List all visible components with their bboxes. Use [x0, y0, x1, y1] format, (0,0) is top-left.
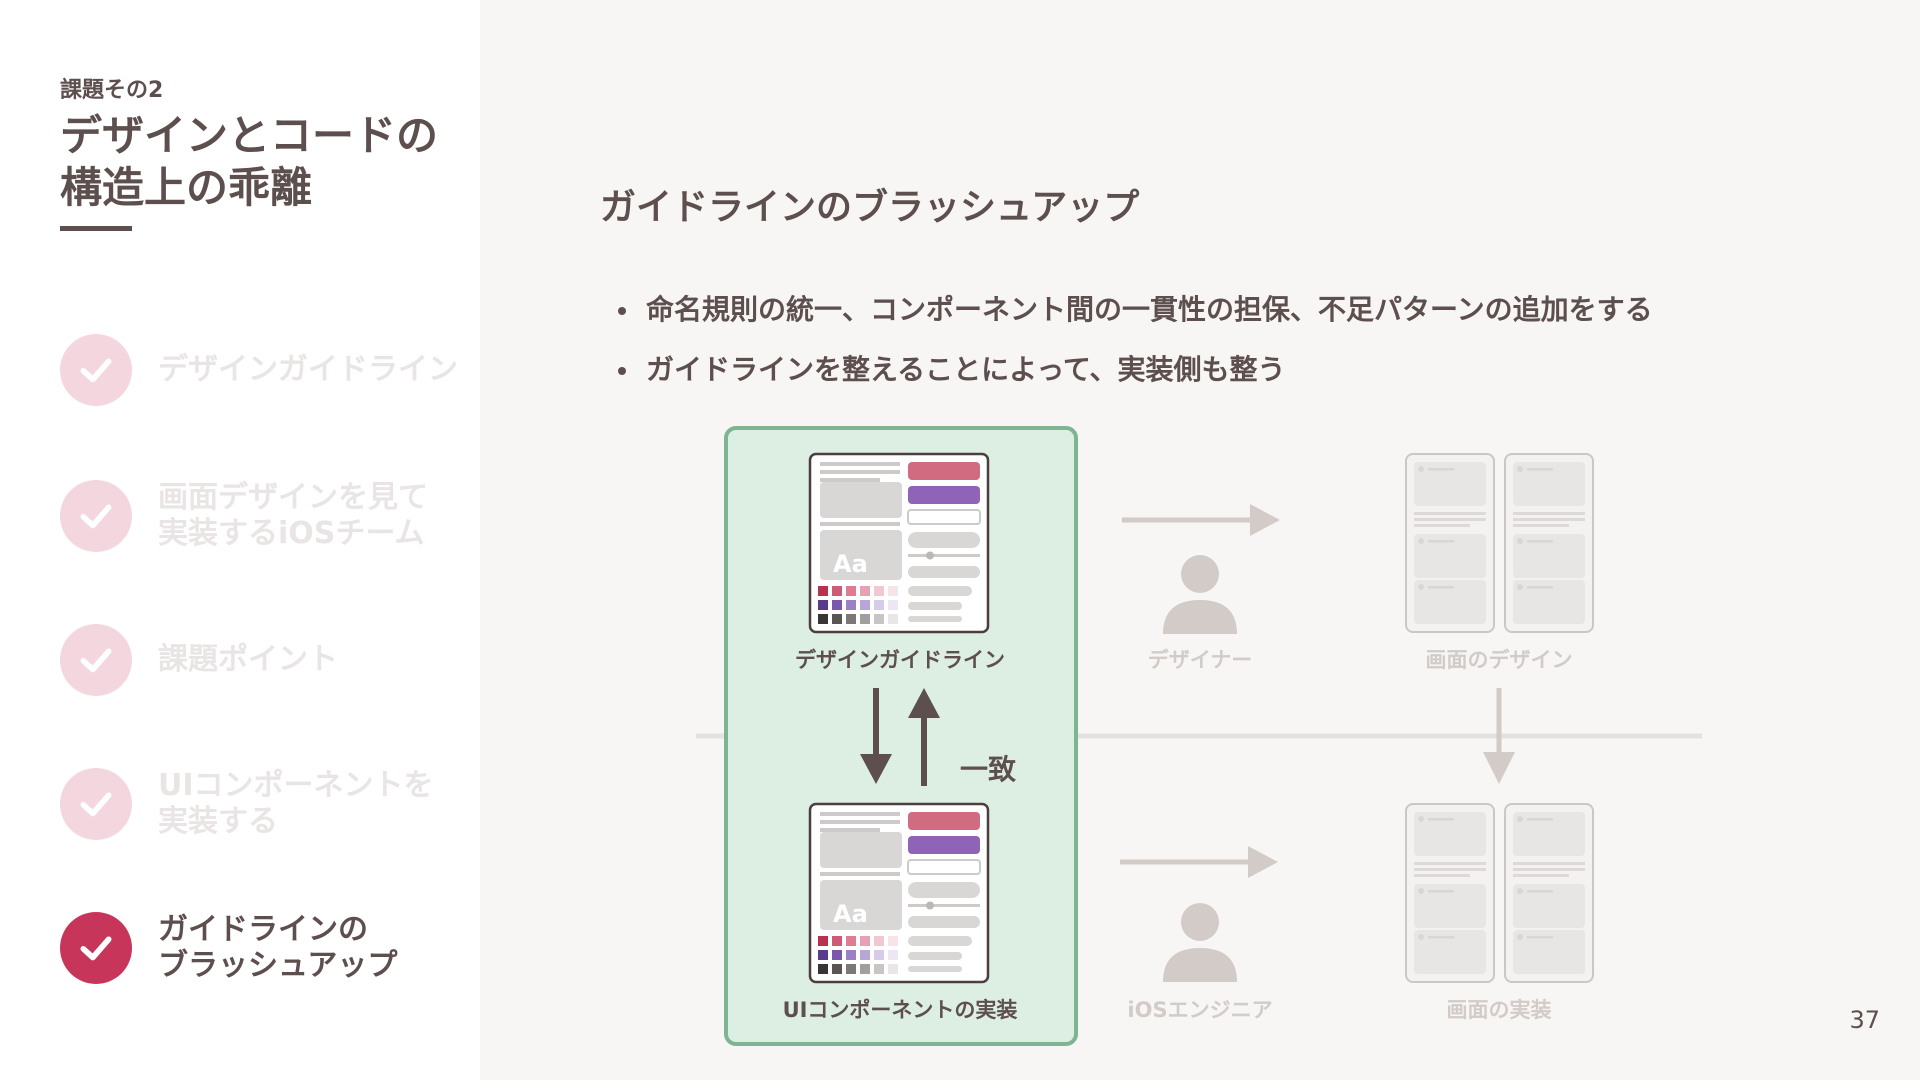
engineer-person-icon — [1163, 903, 1237, 982]
page-number: 37 — [1849, 1006, 1880, 1034]
bullet-list: 命名規則の統一、コンポーネント間の一貫性の担保、不足パターンの追加をする ガイド… — [618, 280, 1653, 400]
check-icon — [60, 768, 132, 840]
screen-impl-phone-2 — [1504, 803, 1594, 983]
arrow-down-head — [860, 754, 892, 784]
bullet-item: ガイドラインを整えることによって、実装側も整う — [618, 340, 1653, 400]
step-label: デザインガイドライン — [158, 352, 458, 387]
engineer-label: iOSエンジニア — [1127, 998, 1273, 1022]
step-issue-points: 課題ポイント — [60, 624, 478, 696]
step-ui-components: UIコンポーネントを 実装する — [60, 768, 478, 840]
step-label: ガイドラインの ブラッシュアップ — [158, 912, 398, 983]
guideline-label: デザインガイドライン — [795, 648, 1005, 672]
title-underline — [60, 226, 132, 231]
screen-design-phone-2 — [1504, 453, 1594, 633]
screen-design-label: 画面のデザイン — [1425, 648, 1573, 672]
slide-title: ガイドラインのブラッシュアップ — [600, 187, 1140, 228]
arrow-right-bottom-head — [1248, 846, 1278, 878]
bullet-item: 命名規則の統一、コンポーネント間の一貫性の担保、不足パターンの追加をする — [618, 280, 1653, 340]
step-guideline-brushup: ガイドラインの ブラッシュアップ — [60, 912, 478, 984]
component-document-icon — [808, 802, 990, 984]
designer-person-icon — [1163, 555, 1237, 634]
screen-impl-phone-1 — [1405, 803, 1495, 983]
component-label: UIコンポーネントの実装 — [782, 998, 1018, 1022]
step-design-guideline: デザインガイドライン — [60, 334, 478, 406]
section-title: デザインとコードの 構造上の乖離 — [60, 111, 439, 212]
step-ios-team: 画面デザインを見て 実装するiOSチーム — [60, 480, 478, 552]
designer-label: デザイナー — [1147, 648, 1253, 672]
check-icon — [60, 912, 132, 984]
step-label: UIコンポーネントを 実装する — [158, 768, 434, 839]
arrow-down-faded-head — [1483, 752, 1515, 784]
screen-design-phone-1 — [1405, 453, 1495, 633]
arrow-right-top-head — [1250, 504, 1280, 536]
screen-impl-label: 画面の実装 — [1446, 998, 1552, 1022]
main-content: ガイドラインのブラッシュアップ 命名規則の統一、コンポーネント間の一貫性の担保、… — [480, 0, 1920, 1080]
check-icon — [60, 334, 132, 406]
guideline-document-icon — [808, 452, 990, 634]
match-label: 一致 — [960, 753, 1017, 786]
arrow-up-head — [908, 688, 940, 718]
step-label: 画面デザインを見て 実装するiOSチーム — [158, 480, 428, 551]
step-label: 課題ポイント — [158, 642, 338, 677]
check-icon — [60, 624, 132, 696]
eyebrow: 課題その2 — [60, 78, 164, 103]
check-icon — [60, 480, 132, 552]
sidebar: 課題その2 デザインとコードの 構造上の乖離 デザインガイドライン 画面デザイン… — [0, 0, 480, 1080]
workflow-diagram: Aa — [696, 426, 1702, 1046]
